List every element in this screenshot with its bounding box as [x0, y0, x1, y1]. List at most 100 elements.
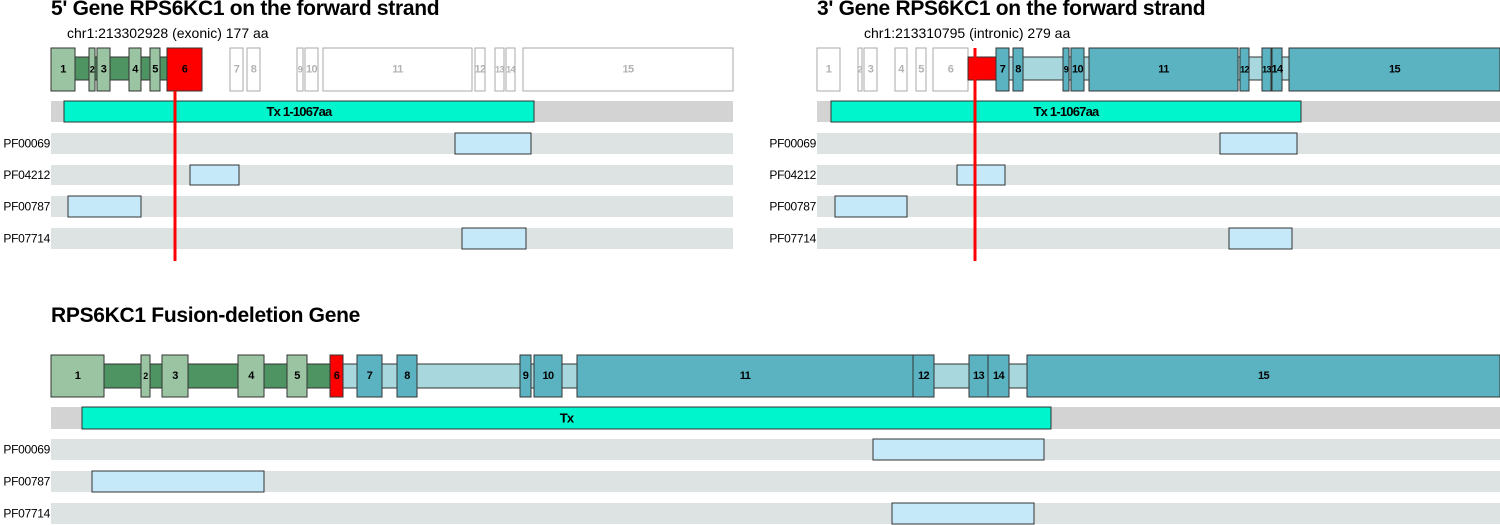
fusion-domain-PF00069: [872, 438, 1045, 461]
fusion-tx-label: Tx: [560, 411, 575, 426]
fusion-exon-3: [161, 354, 189, 398]
fusion-exon-11: [576, 354, 914, 398]
panel3-exon-label-9: 9: [1064, 65, 1069, 75]
panel3-domain-track-PF07714: [817, 228, 1500, 249]
panel5-exon-label-1: 1: [60, 64, 66, 76]
panel3-tx-bar: [830, 100, 1302, 123]
fusion-exon-label-14: 14: [993, 370, 1006, 382]
fusion-exon-label-5: 5: [294, 370, 300, 382]
panel3-domain-PF00069: [1219, 132, 1298, 155]
panel3-exon-2: [857, 47, 863, 92]
fusion-domain-track-PF07714: [51, 503, 1500, 524]
panel3-exon-label-5: 5: [918, 64, 924, 76]
panel3-domain-track-PF00787: [817, 196, 1500, 217]
panel3-subtitle: chr1:213310795 (intronic) 279 aa: [864, 25, 1071, 41]
panel3-exon-label-1: 1: [826, 64, 832, 76]
panel5-domain-track-PF00069: [51, 133, 733, 154]
panel5-domain-PF00787: [67, 195, 142, 218]
fusion-domain-track-PF00787: [51, 471, 1500, 492]
fusion-domain-label-PF00787: PF00787: [3, 475, 50, 489]
fusion-exon-label-6: 6: [334, 370, 340, 382]
fusion-exon-8: [396, 354, 418, 398]
panel3-exon-label-11: 11: [1158, 64, 1169, 76]
fusion-domain-PF07714: [891, 502, 1035, 525]
panel5-exon-label-10: 10: [306, 64, 318, 76]
fusion-exon-label-3: 3: [172, 370, 178, 382]
panel5-exon-label-4: 4: [132, 64, 139, 76]
fusion-exon-6: [329, 354, 344, 398]
panel5-domain-track-PF04212: [51, 165, 733, 185]
panel5-exon-label-3: 3: [101, 64, 107, 76]
panel3-exon-6: [932, 47, 969, 92]
panel3-exon-label-14: 14: [1271, 64, 1284, 76]
panel5-exon-9: [296, 47, 304, 92]
panel3-exon-label-3: 3: [868, 64, 874, 76]
panel5-domain-label-PF04212: PF04212: [3, 168, 50, 182]
panel3-exon-label-7: 7: [1000, 64, 1006, 76]
panel5-domain-track-PF00787: [51, 196, 733, 217]
panel5-exon-4: [128, 47, 142, 92]
fusion-exon-label-4: 4: [248, 370, 255, 382]
fusion-exon-14: [987, 354, 1010, 398]
panel3-exon-label-4: 4: [898, 64, 905, 76]
panel3-exon-label-8: 8: [1015, 64, 1021, 76]
panel5-subtitle: chr1:213302928 (exonic) 177 aa: [67, 25, 269, 41]
panel3-exon-9: [1062, 47, 1070, 92]
panel5-domain-label-PF00787: PF00787: [3, 200, 50, 214]
panel5-exon-label-5: 5: [152, 64, 158, 76]
fusion-exon-12: [912, 354, 935, 398]
panel5-exon-label-11: 11: [392, 64, 403, 76]
panel3-domain-label-PF04212: PF04212: [769, 168, 816, 182]
panel3-exon-1: [816, 47, 841, 92]
panel3-exon-11: [1088, 47, 1239, 92]
fusion-exon-label-1: 1: [75, 370, 81, 382]
fusion-exon-label-7: 7: [367, 370, 373, 382]
panel5-exon-7: [229, 47, 244, 92]
panel5-exon-label-13: 13: [495, 65, 504, 75]
panel5-tx-label: Tx 1-1067aa: [267, 104, 333, 119]
panel3-exon-10: [1070, 47, 1085, 92]
panel3-domain-PF07714: [1228, 227, 1293, 250]
fusion-title: RPS6KC1 Fusion-deletion Gene: [51, 304, 360, 327]
panel3-exon-8: [1012, 47, 1024, 92]
panel3-domain-track-PF04212: [817, 165, 1500, 185]
panel5-exon-label-12: 12: [474, 64, 486, 76]
panel3-domain-PF00787: [834, 195, 908, 218]
panel5-tx-bar: [63, 100, 535, 123]
panel5-exon-label-15: 15: [622, 64, 634, 76]
panel5-exon-5: [149, 47, 161, 92]
fusion-exon-label-13: 13: [973, 370, 985, 382]
panel3-domain-label-PF00069: PF00069: [769, 137, 816, 151]
panel5-exon-label-7: 7: [234, 64, 240, 76]
panel3-breakpoint-segment: [967, 56, 997, 81]
panel5-exon-15: [522, 47, 734, 92]
panel5-domain-PF04212: [189, 164, 240, 186]
fusion-exon-label-11: 11: [740, 370, 751, 382]
fusion-exon-1: [50, 354, 105, 398]
panel5-exon-12: [474, 47, 486, 92]
panel3-exon-3: [863, 47, 878, 92]
panel5-title: 5' Gene RPS6KC1 on the forward strand: [51, 0, 440, 20]
fusion-domain-track-PF00069: [51, 439, 1500, 460]
panel5-exon-11: [322, 47, 473, 92]
fusion-exon-10: [533, 354, 563, 398]
panel5-exon-8: [246, 47, 261, 92]
panel3-domain-PF04212: [956, 164, 1006, 186]
panel3-exon-label-12: 12: [1240, 65, 1249, 75]
panel3-exon-label-15: 15: [1389, 64, 1401, 76]
fusion-exon-label-2: 2: [143, 371, 148, 381]
panel3-exon-14: [1271, 47, 1283, 92]
fusion-domain-PF00787: [91, 470, 265, 493]
panel5-exon-label-9: 9: [298, 65, 303, 75]
panel5-exon-6: [166, 47, 203, 92]
panel3-exon-label-6: 6: [948, 64, 954, 76]
panel5-exon-2: [88, 47, 96, 92]
fusion-exon-label-12: 12: [918, 370, 930, 382]
panel3-exon-4: [894, 47, 908, 92]
panel5-domain-PF00069: [454, 132, 532, 155]
panel3-exon-label-13: 13: [1262, 65, 1271, 75]
fusion-exon-label-15: 15: [1258, 370, 1270, 382]
panel3-domain-label-PF07714: PF07714: [769, 232, 816, 246]
